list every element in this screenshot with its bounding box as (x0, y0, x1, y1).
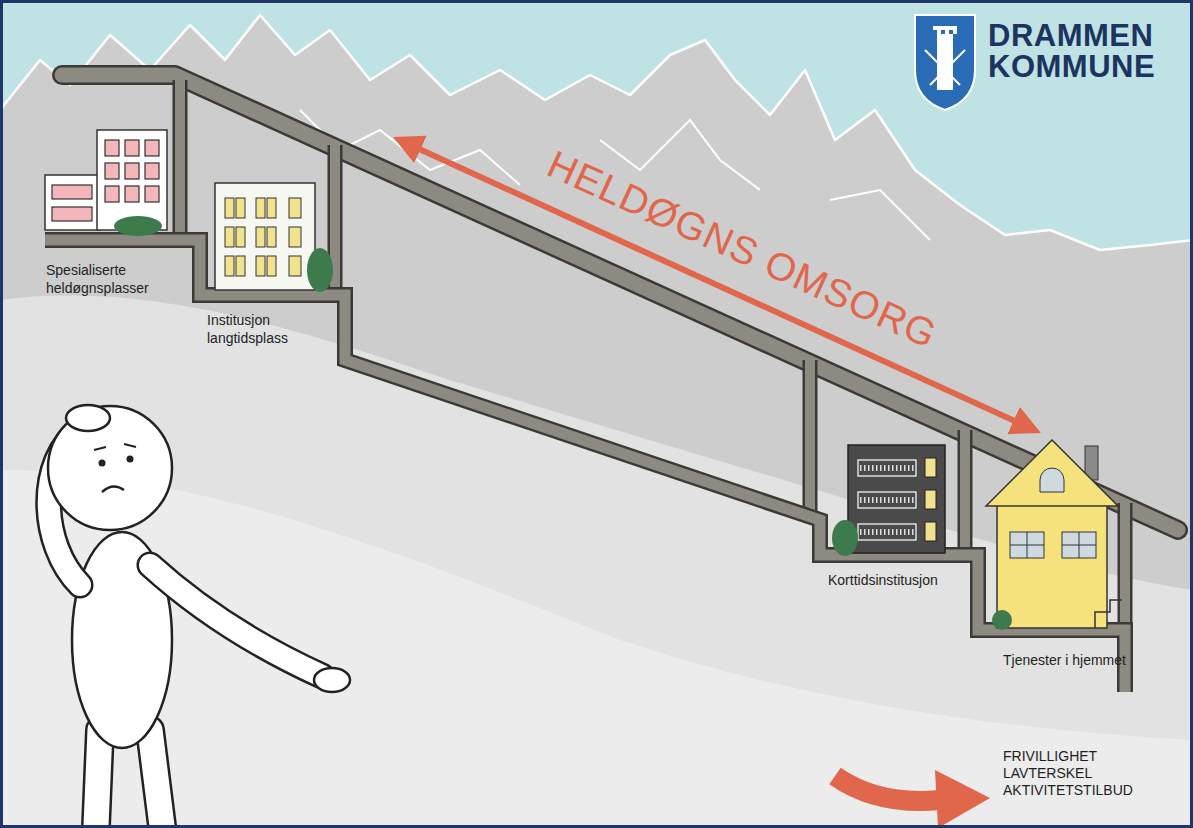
specialised-building (97, 130, 167, 230)
logo-text: DRAMMEN KOMMUNE (988, 20, 1155, 82)
thinking-person (314, 668, 350, 692)
municipality-shield (933, 26, 957, 34)
short-term-building (848, 445, 945, 553)
curved-arrow (935, 770, 990, 828)
long-term-building (215, 183, 315, 290)
specialised-building (145, 163, 159, 179)
long-term-building (236, 198, 245, 218)
long-term-building (267, 198, 276, 218)
home-house (992, 610, 1012, 630)
specialised-building (52, 185, 92, 199)
level-label: Institusjon langtidsplass (207, 312, 288, 347)
long-term-building (236, 227, 245, 247)
long-term-building (256, 198, 265, 218)
short-term-building (832, 445, 945, 556)
short-term-building (860, 468, 914, 532)
home-house (986, 440, 1122, 630)
thinking-person (48, 405, 350, 826)
long-term-building (289, 256, 301, 276)
long-term-building (267, 256, 276, 276)
thinking-person (66, 405, 110, 431)
municipality-shield (925, 50, 965, 85)
thinking-person (127, 456, 134, 463)
home-house (1095, 600, 1122, 628)
background (0, 15, 1193, 828)
thinking-person (94, 444, 136, 450)
long-term-building (267, 227, 276, 247)
thinking-person (99, 460, 106, 467)
long-term-building (236, 256, 245, 276)
stair-floor (45, 240, 1125, 692)
short-term-building (858, 492, 916, 508)
thinking-person (150, 565, 322, 676)
curved-arrow (835, 770, 990, 828)
level-label: Tjenester i hjemmet (1003, 652, 1126, 670)
long-term-building (289, 227, 301, 247)
thinking-person (48, 406, 172, 530)
offer-label: FRIVILLIGHET LAVTERSKEL AKTIVITETSTILBUD (1003, 748, 1133, 798)
home-house (1010, 532, 1096, 558)
long-term-building (307, 248, 333, 292)
short-term-building (832, 520, 858, 556)
level-label: Korttidsinstitusjon (828, 572, 938, 590)
specialised-building (45, 130, 167, 236)
background (0, 470, 1193, 828)
home-house (997, 500, 1107, 628)
specialised-building (105, 186, 119, 202)
short-term-building (858, 524, 916, 540)
arrow-label: HELDØGNS OMSORG (540, 140, 945, 360)
short-term-building (925, 490, 936, 509)
level-label: Spesialiserte heldøgnsplasser (46, 262, 149, 297)
long-term-building (225, 227, 234, 247)
specialised-building (105, 140, 119, 156)
home-house (986, 440, 1118, 506)
specialised-building (125, 140, 139, 156)
thinking-person (102, 486, 124, 492)
background (0, 295, 1193, 828)
long-term-building (256, 256, 265, 276)
thinking-person (150, 565, 322, 676)
specialised-building (145, 140, 159, 156)
long-term-building (289, 198, 301, 218)
short-term-building (858, 460, 916, 476)
short-term-building (925, 522, 936, 541)
specialised-building (125, 163, 139, 179)
curved-arrow (835, 776, 940, 801)
stair-floor (45, 240, 1125, 692)
municipality-shield (915, 15, 975, 110)
stair-floor (45, 240, 1125, 692)
long-term-building (215, 183, 333, 292)
specialised-building (45, 175, 100, 230)
long-term-building (256, 227, 265, 247)
care-range-arrow (404, 142, 1030, 428)
long-term-building (225, 256, 234, 276)
home-house (1040, 468, 1064, 492)
care-range-arrow (404, 142, 1030, 428)
specialised-building (52, 207, 92, 221)
specialised-building (105, 163, 119, 179)
short-term-building (925, 458, 936, 477)
specialised-building (114, 216, 162, 236)
municipality-shield (915, 15, 975, 110)
long-term-building (225, 198, 234, 218)
specialised-building (145, 186, 159, 202)
municipality-shield (937, 34, 953, 90)
specialised-building (125, 186, 139, 202)
